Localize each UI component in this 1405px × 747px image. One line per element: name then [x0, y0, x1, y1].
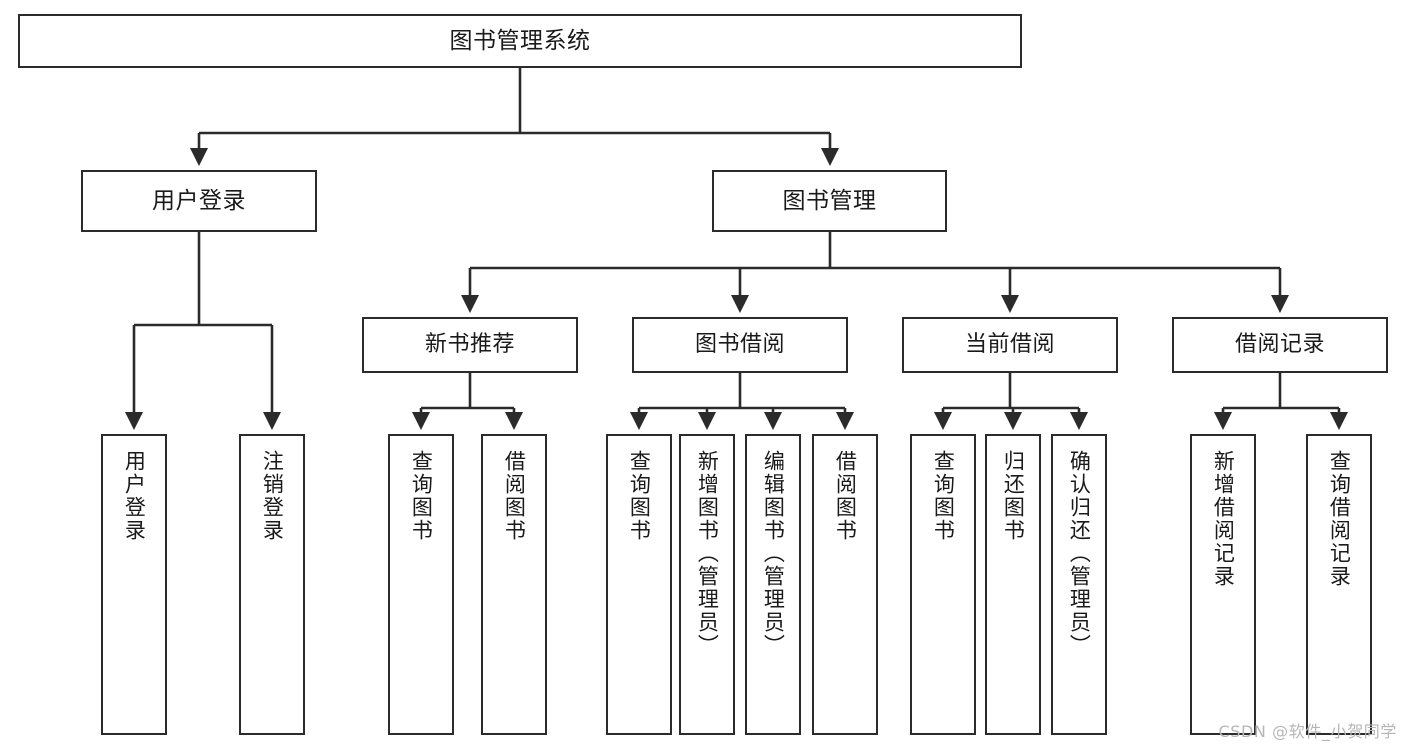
- node-new-book-rec-label: 新书推荐: [424, 332, 515, 358]
- node-leaf-query-book-3[interactable]: 查询图书: [910, 434, 976, 735]
- node-book-manage-label: 图书管理: [782, 187, 877, 214]
- node-borrow-record-label: 借阅记录: [1234, 332, 1325, 358]
- node-leaf-query-book-2-label: 查询图书: [627, 450, 652, 542]
- node-current-borrow[interactable]: 当前借阅: [902, 317, 1118, 373]
- node-leaf-confirm-return[interactable]: 确认归还（管理员）: [1051, 434, 1107, 735]
- node-leaf-query-book-2[interactable]: 查询图书: [606, 434, 672, 735]
- node-new-book-rec[interactable]: 新书推荐: [362, 317, 578, 373]
- node-leaf-query-record[interactable]: 查询借阅记录: [1306, 434, 1372, 735]
- node-leaf-user-logout-label: 注销登录: [260, 450, 285, 542]
- node-leaf-borrow-book-2-label: 借阅图书: [833, 450, 858, 542]
- node-leaf-query-book-1[interactable]: 查询图书: [388, 434, 454, 735]
- node-book-borrow[interactable]: 图书借阅: [632, 317, 848, 373]
- node-leaf-query-book-3-label: 查询图书: [931, 450, 956, 542]
- node-leaf-borrow-book-1-label: 借阅图书: [502, 450, 527, 542]
- node-root-label: 图书管理系统: [449, 27, 591, 54]
- node-current-borrow-label: 当前借阅: [964, 332, 1055, 358]
- node-borrow-record[interactable]: 借阅记录: [1172, 317, 1388, 373]
- node-user-login[interactable]: 用户登录: [81, 170, 317, 232]
- node-leaf-borrow-book-1[interactable]: 借阅图书: [481, 434, 547, 735]
- node-leaf-query-record-label: 查询借阅记录: [1327, 450, 1352, 588]
- watermark-text: CSDN @软件_小贺同学: [1218, 722, 1397, 741]
- node-leaf-add-record-label: 新增借阅记录: [1211, 450, 1236, 588]
- node-leaf-borrow-book-2[interactable]: 借阅图书: [812, 434, 878, 735]
- node-leaf-return-book-label: 归还图书: [1001, 450, 1026, 542]
- node-leaf-return-book[interactable]: 归还图书: [985, 434, 1041, 735]
- node-leaf-add-book[interactable]: 新增图书（管理员）: [679, 434, 735, 735]
- node-leaf-edit-book-label: 编辑图书（管理员）: [761, 450, 786, 657]
- node-leaf-query-book-1-label: 查询图书: [409, 450, 434, 542]
- node-leaf-add-record[interactable]: 新增借阅记录: [1190, 434, 1256, 735]
- node-book-borrow-label: 图书借阅: [694, 332, 785, 358]
- node-leaf-add-book-label: 新增图书（管理员）: [695, 450, 720, 657]
- node-leaf-confirm-return-label: 确认归还（管理员）: [1067, 450, 1092, 657]
- node-leaf-user-login[interactable]: 用户登录: [101, 434, 167, 735]
- node-leaf-edit-book[interactable]: 编辑图书（管理员）: [745, 434, 801, 735]
- node-leaf-user-login-label: 用户登录: [122, 450, 147, 542]
- node-book-manage[interactable]: 图书管理: [712, 170, 947, 232]
- node-leaf-user-logout[interactable]: 注销登录: [239, 434, 305, 735]
- node-root[interactable]: 图书管理系统: [18, 14, 1022, 68]
- node-user-login-label: 用户登录: [152, 187, 246, 214]
